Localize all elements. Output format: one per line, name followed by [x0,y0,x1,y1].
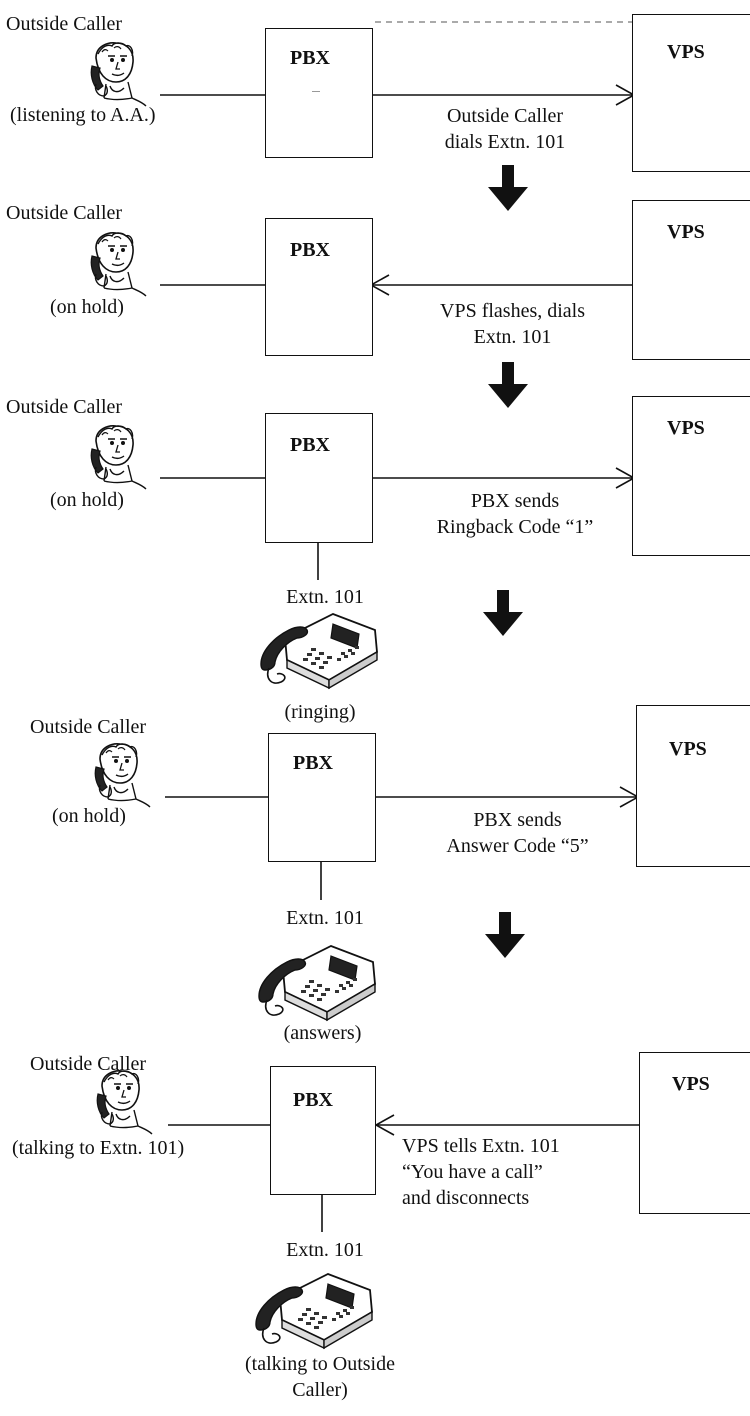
caller-title: Outside Caller [30,716,147,738]
caller-title: Outside Caller [6,202,123,224]
pbx-label: PBX [293,1089,333,1111]
caller-title: Outside Caller [6,13,123,35]
caller-title: Outside Caller [30,1053,147,1075]
message-line-3: and disconnects [402,1187,530,1209]
caller-on-phone-icon [96,1070,153,1135]
phone-state-line-1: (talking to Outside [245,1353,395,1375]
message-line-2: Answer Code “5” [446,835,589,857]
caller-state: (talking to Extn. 101) [12,1137,185,1159]
desk-telephone-icon [260,613,378,689]
vps-label: VPS [667,41,705,63]
caller-on-phone-icon [90,42,147,107]
vps-label: VPS [667,417,705,439]
desk-telephone-icon [258,945,376,1021]
caller-title: Outside Caller [6,396,123,418]
caller-state: (on hold) [50,489,124,511]
caller-on-phone-icon [90,232,147,297]
message-line-1: Outside Caller [446,105,564,127]
arrowhead-left [374,1114,395,1136]
phone-state: (answers) [283,1022,362,1044]
down-arrow-icon [488,165,528,211]
down-arrow-icon [485,912,525,958]
vps-box: VPS [632,396,750,556]
extension-label: Extn. 101 [286,907,364,929]
pbx-box: PBX [268,733,376,862]
phone-state-line-2: Caller) [292,1379,348,1401]
caller-state: (listening to A.A.) [10,104,156,126]
pbx-box: PBX [265,218,373,356]
vps-box: VPS [632,14,750,172]
pbx-label: PBX [293,752,333,774]
message-line-1: VPS tells Extn. 101 [402,1135,560,1157]
pbx-box: PBX [265,413,373,543]
caller-on-phone-icon [90,425,147,490]
message-line-2: dials Extn. 101 [444,131,566,153]
vps-box: VPS [639,1052,750,1214]
message-line-2: Ringback Code “1” [436,516,594,538]
vps-box: VPS [636,705,750,867]
message-line-1: PBX sends [473,809,562,831]
caller-on-phone-icon [94,743,151,808]
vps-label: VPS [669,738,707,760]
vps-label: VPS [672,1073,710,1095]
phone-state: (ringing) [284,701,356,723]
pbx-box: PBX [270,1066,376,1195]
extension-label: Extn. 101 [286,1239,364,1261]
message-line-2: Extn. 101 [473,326,552,348]
pbx-box: PBX [265,28,373,158]
caller-state: (on hold) [52,805,126,827]
extension-label: Extn. 101 [286,586,364,608]
vps-label: VPS [667,221,705,243]
pbx-mark [312,91,320,92]
message-line-1: VPS flashes, dials [440,300,585,322]
pbx-label: PBX [290,434,330,456]
vps-box: VPS [632,200,750,360]
message-line-1: PBX sends [470,490,560,512]
arrowhead-left [369,274,390,296]
pbx-label: PBX [290,47,330,69]
down-arrow-icon [488,362,528,408]
caller-state: (on hold) [50,296,124,318]
pbx-label: PBX [290,239,330,261]
message-line-2: “You have a call” [402,1161,543,1183]
desk-telephone-icon [255,1273,373,1349]
down-arrow-icon [483,590,523,636]
